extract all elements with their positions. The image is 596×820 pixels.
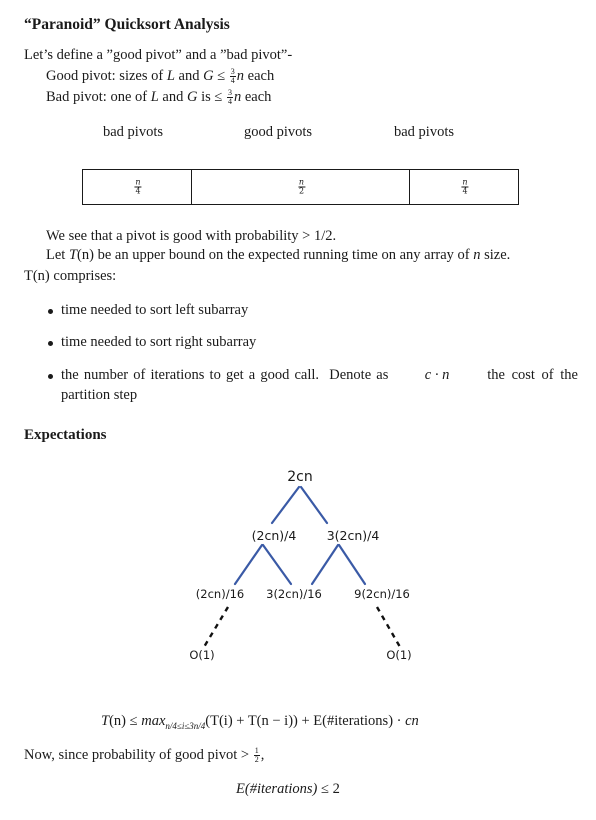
conj: and [158,89,187,105]
edge-root-right [299,485,329,525]
frac-num: n [461,177,469,188]
is-word: is [197,89,215,105]
bad-pivot-prefix: Bad pivot: one of [46,89,151,105]
now-text: Now, since probability of good pivot > [24,747,253,763]
edge-root-left [270,485,301,525]
leq-sign: ≤ [126,713,142,729]
let-suffix: size. [480,247,511,263]
max-subscript: n/4≤i≤3n/4 [165,720,206,731]
arg-iterations: (#iterations) [244,781,318,797]
frac-den: 4 [462,186,468,196]
frac-num: 3 [226,88,233,99]
now-statement: Now, since probability of good pivot > 1… [24,747,264,764]
let-middle: be an upper bound on the expected runnin… [93,247,474,263]
bullet-item-right-subarray: time needed to sort right subarray [61,334,257,350]
edge-leaf-left [202,606,230,648]
good-pivot-suffix: each [244,68,275,84]
arg-n: (n) [109,713,126,729]
pivot-label-bad-left: bad pivots [103,124,164,140]
let-prefix: Let [46,247,69,263]
edge-left-a [233,543,264,586]
arg-n: (n) [77,247,94,263]
frac-num: n [297,177,306,188]
tree-node-l2-c: 9(2cn)/16 [354,587,410,601]
c-times-n: c · n [424,367,450,383]
tree-leaf-left: O(1) [189,648,215,662]
bullet-marker [48,374,53,379]
var-n: n [473,247,481,263]
var-l: L [150,89,159,105]
tree-node-l2-a: (2cn)/16 [195,587,245,601]
max-operator: max [141,713,166,729]
pivot-label-bad-right: bad pivots [394,124,455,140]
intro-text: Let’s define a ”good pivot” and a ”bad p… [24,47,293,63]
var-l: L [166,68,175,84]
frac-den: 4 [230,76,235,86]
var-e: E [236,781,245,797]
bad-pivot-suffix: each [241,89,272,105]
leq-sign: ≤ [213,68,229,84]
probability-statement: We see that a pivot is good with probabi… [46,228,337,244]
recurrence-body: (T(i) + T(n − i)) + E(#iterations) · [205,713,406,729]
edge-right-c [337,543,367,586]
tree-leaf-right: O(1) [386,648,412,662]
var-cn: cn [405,713,419,729]
bullet-marker [48,309,53,314]
frac-num: n [134,177,142,188]
frac-num: 1 [253,746,260,757]
edge-leaf-right [375,606,402,648]
pivot-label-good: good pivots [244,124,313,140]
expectation-inequality: E(#iterations) ≤ 2 [236,781,340,798]
frac-den: 2 [298,186,305,196]
tree-node-l1-left: (2cn)/4 [251,528,297,543]
var-n: n [236,68,245,84]
var-t: T [68,247,78,263]
var-g: G [186,89,198,105]
bullet-item-left-subarray: time needed to sort left subarray [61,302,249,318]
leq-sign: ≤ [214,89,226,105]
bullet-item-iterations: the number of iterations to get a good c… [61,367,578,384]
let-tn-statement: Let T(n) be an upper bound on the expect… [46,247,510,264]
var-g: G [203,68,214,84]
good-pivot-prefix: Good pivot: sizes of [46,68,167,84]
var-t: T [101,713,110,729]
tree-node-l1-right: 3(2cn)/4 [326,528,380,543]
bullet-marker [48,341,53,346]
tree-node-root: 2cn [287,469,313,485]
frac-den: 4 [135,186,141,196]
frac-den: 2 [254,755,259,765]
page-title: “Paranoid” Quicksort Analysis [24,16,230,33]
var-n: n [233,89,242,105]
bullet-item-iterations-cont: partition step [61,387,138,403]
comprises-text: T(n) comprises: [24,268,117,284]
leq-two: ≤ 2 [317,781,340,797]
frac-num: 3 [229,67,236,78]
edge-right-b [310,543,340,586]
now-suffix: , [260,747,265,763]
tree-node-l2-b: 3(2cn)/16 [266,587,322,601]
section-heading-expectations: Expectations [24,427,107,443]
recursion-tree-lines [202,485,402,648]
bullet3-prefix: the number of iterations to get a good c… [61,367,394,383]
recurrence-equation: T(n) ≤ maxn/4≤i≤3n/4(T(i) + T(n − i)) + … [101,713,419,731]
frac-den: 4 [227,97,232,107]
edge-left-b [261,543,293,586]
bullet3-suffix: the cost of the [480,367,578,383]
conj: and [174,68,204,84]
